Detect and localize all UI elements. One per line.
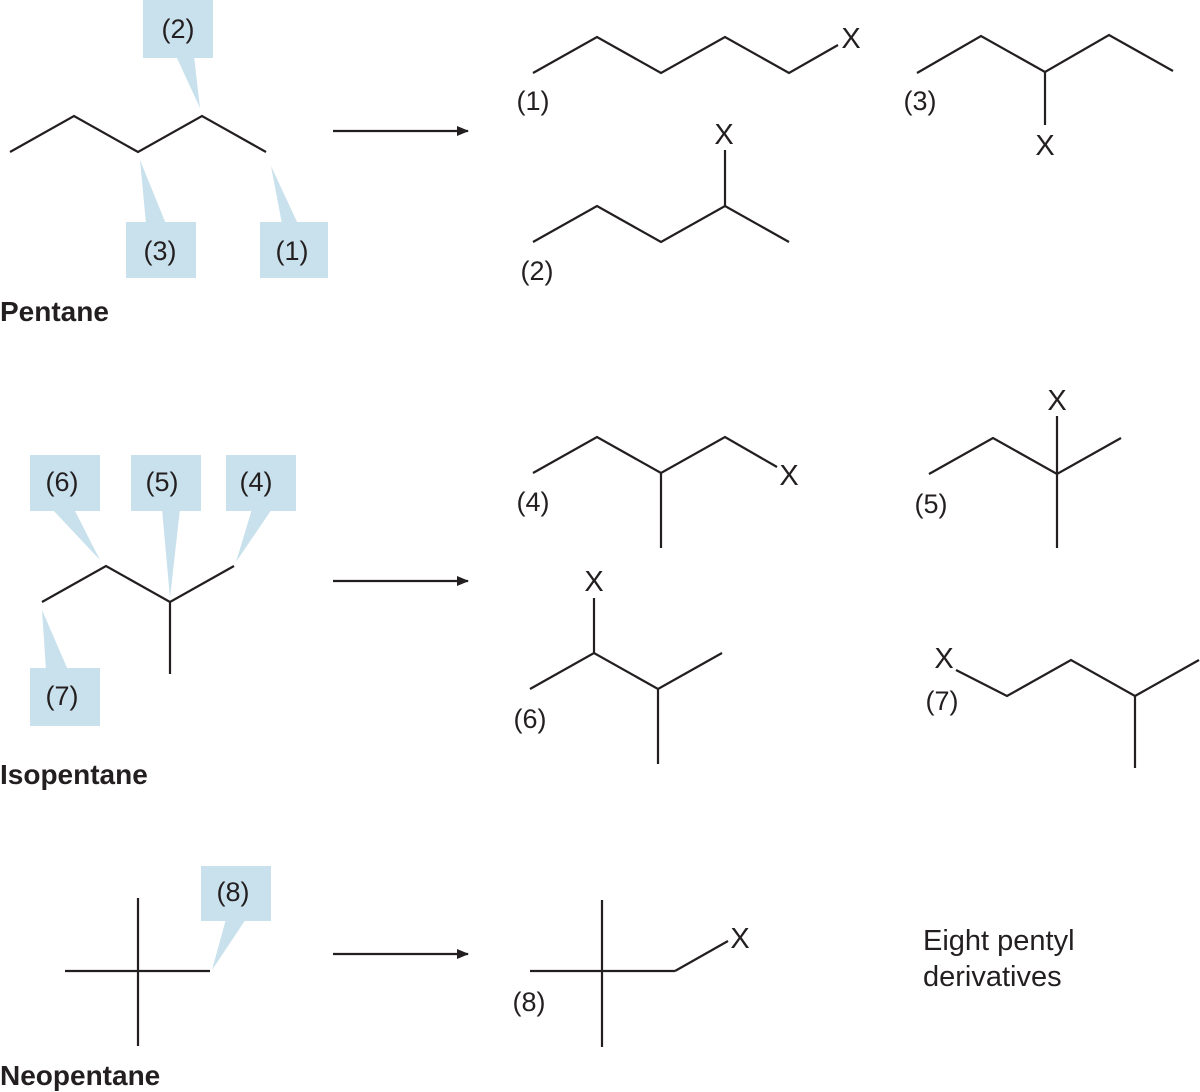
callout-7: (7) xyxy=(30,610,100,726)
callout-1: (1) xyxy=(260,166,328,278)
product-label-1: (1) xyxy=(517,86,550,116)
product-6: X (6) xyxy=(514,566,723,764)
substituent-x: X xyxy=(779,460,798,492)
pentane-section: (2) (3) (1) X (1) X (3) xyxy=(0,0,1174,327)
callout-label-5: (5) xyxy=(146,467,179,497)
product-5: X (5) xyxy=(915,385,1122,548)
callout-label-3: (3) xyxy=(144,236,177,266)
callout-label-2: (2) xyxy=(162,14,195,44)
callout-label-7: (7) xyxy=(46,681,79,711)
product-label-8: (8) xyxy=(513,987,546,1017)
callout-5: (5) xyxy=(131,455,201,598)
neopentane-name: Neopentane xyxy=(0,1060,160,1091)
callout-4: (4) xyxy=(226,455,296,562)
substituent-x: X xyxy=(584,566,603,598)
summary-note: Eight pentyl derivatives xyxy=(923,925,1075,993)
substituent-x: X xyxy=(841,23,860,55)
product-4: X (4) xyxy=(517,435,799,548)
product-7: X (7) xyxy=(926,643,1200,768)
product-label-6: (6) xyxy=(514,704,547,734)
callout-8: (8) xyxy=(201,866,271,970)
callout-label-1: (1) xyxy=(276,236,309,266)
product-2: X (2) xyxy=(521,119,790,286)
product-label-4: (4) xyxy=(517,487,550,517)
isopentane-skeleton xyxy=(41,564,235,674)
product-label-2: (2) xyxy=(521,256,554,286)
pentane-skeleton xyxy=(9,114,267,154)
callout-label-8: (8) xyxy=(217,877,250,907)
summary-note-line-1: Eight pentyl xyxy=(923,925,1075,957)
callout-6: (6) xyxy=(30,455,100,560)
product-label-7: (7) xyxy=(926,686,959,716)
substituent-x: X xyxy=(934,643,953,675)
product-label-3: (3) xyxy=(904,86,937,116)
substituent-x: X xyxy=(1035,130,1054,162)
pentane-name: Pentane xyxy=(0,296,109,327)
callout-label-4: (4) xyxy=(240,467,273,497)
product-3: X (3) xyxy=(904,33,1174,162)
substituent-x: X xyxy=(1047,385,1066,417)
neopentane-section: (8) X (8) Eight pentyl derivatives Neope… xyxy=(0,866,1075,1091)
callout-label-6: (6) xyxy=(46,467,79,497)
product-1: X (1) xyxy=(517,23,861,116)
substituent-x: X xyxy=(730,923,749,955)
isopentane-section: (6) (5) (4) (7) X (4) xyxy=(0,385,1200,790)
summary-note-line-2: derivatives xyxy=(923,961,1062,993)
neopentane-skeleton xyxy=(65,898,210,1046)
product-8: X (8) xyxy=(513,900,750,1047)
callout-2: (2) xyxy=(143,0,213,108)
product-label-5: (5) xyxy=(915,489,948,519)
isopentane-name: Isopentane xyxy=(0,759,148,790)
callout-3: (3) xyxy=(126,160,196,278)
substituent-x: X xyxy=(714,119,733,151)
